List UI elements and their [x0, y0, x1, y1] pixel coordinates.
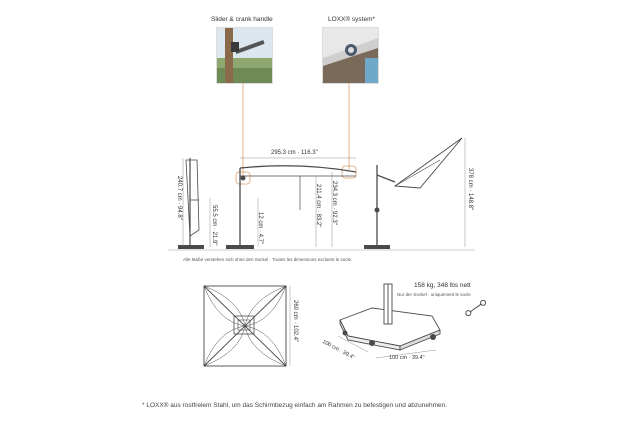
tilted-height-label: 378 cm · 148.8"	[467, 168, 473, 211]
base-weight-note: Nur der Sockel · uniquement le socle	[397, 292, 471, 297]
socket-note: Alle Maße verstehen sich ohne den Sockel…	[183, 257, 353, 262]
left-height-label: 240.7 cm · 94.8"	[176, 176, 182, 220]
base-weight-label: 158 kg, 348 lbs nett	[414, 282, 471, 289]
canopy-low-height-label: 211.4 cm · 83.2"	[315, 184, 321, 228]
footnote: * LOXX® aus rostfreiem Stahl, um das Sch…	[142, 402, 448, 409]
canopy-high-height-label: 234.3 cm · 92.3"	[331, 181, 337, 225]
base-width-label: 100 cm · 39.4"	[389, 355, 425, 361]
top-view-size-label: 260 cm · 102.4"	[292, 300, 298, 343]
span-width-label: 295.3 cm · 116.3"	[271, 150, 318, 156]
loxx-system-label: LOXX® system*	[328, 16, 376, 23]
slider-handle-label: Slider & crank handle	[211, 16, 273, 23]
slider-handle-photo	[216, 27, 273, 84]
left-base-height-label: 55.5 cm · 21.9"	[211, 205, 217, 246]
pole-height-label: 12 cm · 4.7"	[257, 212, 263, 245]
loxx-system-photo	[322, 27, 379, 84]
wrench-icon	[465, 299, 487, 317]
